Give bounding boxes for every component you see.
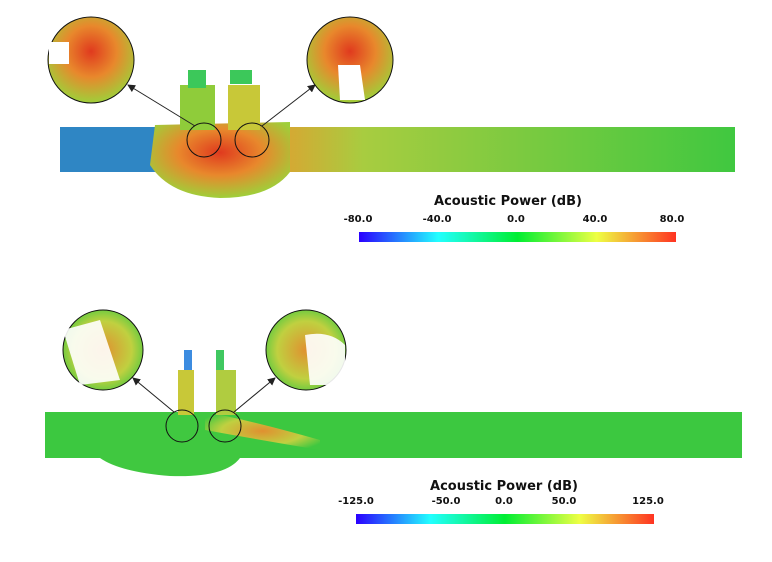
- colorbar-gradient: [359, 232, 676, 242]
- zoom-region-right: [208, 409, 242, 443]
- arrow-right: [261, 84, 316, 127]
- colorbar-tick: 0.0: [507, 214, 525, 225]
- arrow-left: [127, 84, 196, 127]
- bottom-colorbar: Acoustic Power (dB) -125.0 -50.0 0.0 50.…: [338, 479, 664, 524]
- colorbar-tick: 125.0: [632, 496, 664, 507]
- colorbar-tick: -50.0: [432, 496, 461, 507]
- outlet-pipe: [270, 127, 735, 172]
- colorbar-title: Acoustic Power (dB): [434, 194, 582, 209]
- colorbar-tick: 40.0: [583, 214, 608, 225]
- zoom-region-right: [234, 122, 270, 158]
- arrow-left: [132, 377, 175, 413]
- valve-body: [150, 122, 290, 198]
- colorbar-tick: -80.0: [344, 214, 373, 225]
- zoom-region-left: [165, 409, 199, 443]
- colorbar-tick: -125.0: [338, 496, 374, 507]
- inlet-pipe: [60, 127, 160, 172]
- colorbar-title: Acoustic Power (dB): [430, 479, 578, 494]
- valve-stem-right: [216, 370, 236, 415]
- bottom-simulation: [45, 309, 742, 477]
- colorbar-tick: 50.0: [552, 496, 577, 507]
- valve-stem-left: [178, 370, 194, 415]
- colorbar-tick: 0.0: [495, 496, 513, 507]
- arrow-right: [233, 377, 276, 413]
- valve-stem-left: [180, 85, 215, 130]
- colorbar-tick: -40.0: [423, 214, 452, 225]
- valve-stem-right: [228, 85, 260, 130]
- colorbar-gradient: [356, 514, 654, 524]
- zoom-region-left: [186, 122, 222, 158]
- colorbar-tick: 80.0: [660, 214, 685, 225]
- top-simulation: [47, 16, 735, 198]
- magnifier-right: [306, 16, 394, 104]
- top-colorbar: Acoustic Power (dB) -80.0 -40.0 0.0 40.0…: [344, 194, 685, 242]
- magnifier-left: [47, 16, 135, 104]
